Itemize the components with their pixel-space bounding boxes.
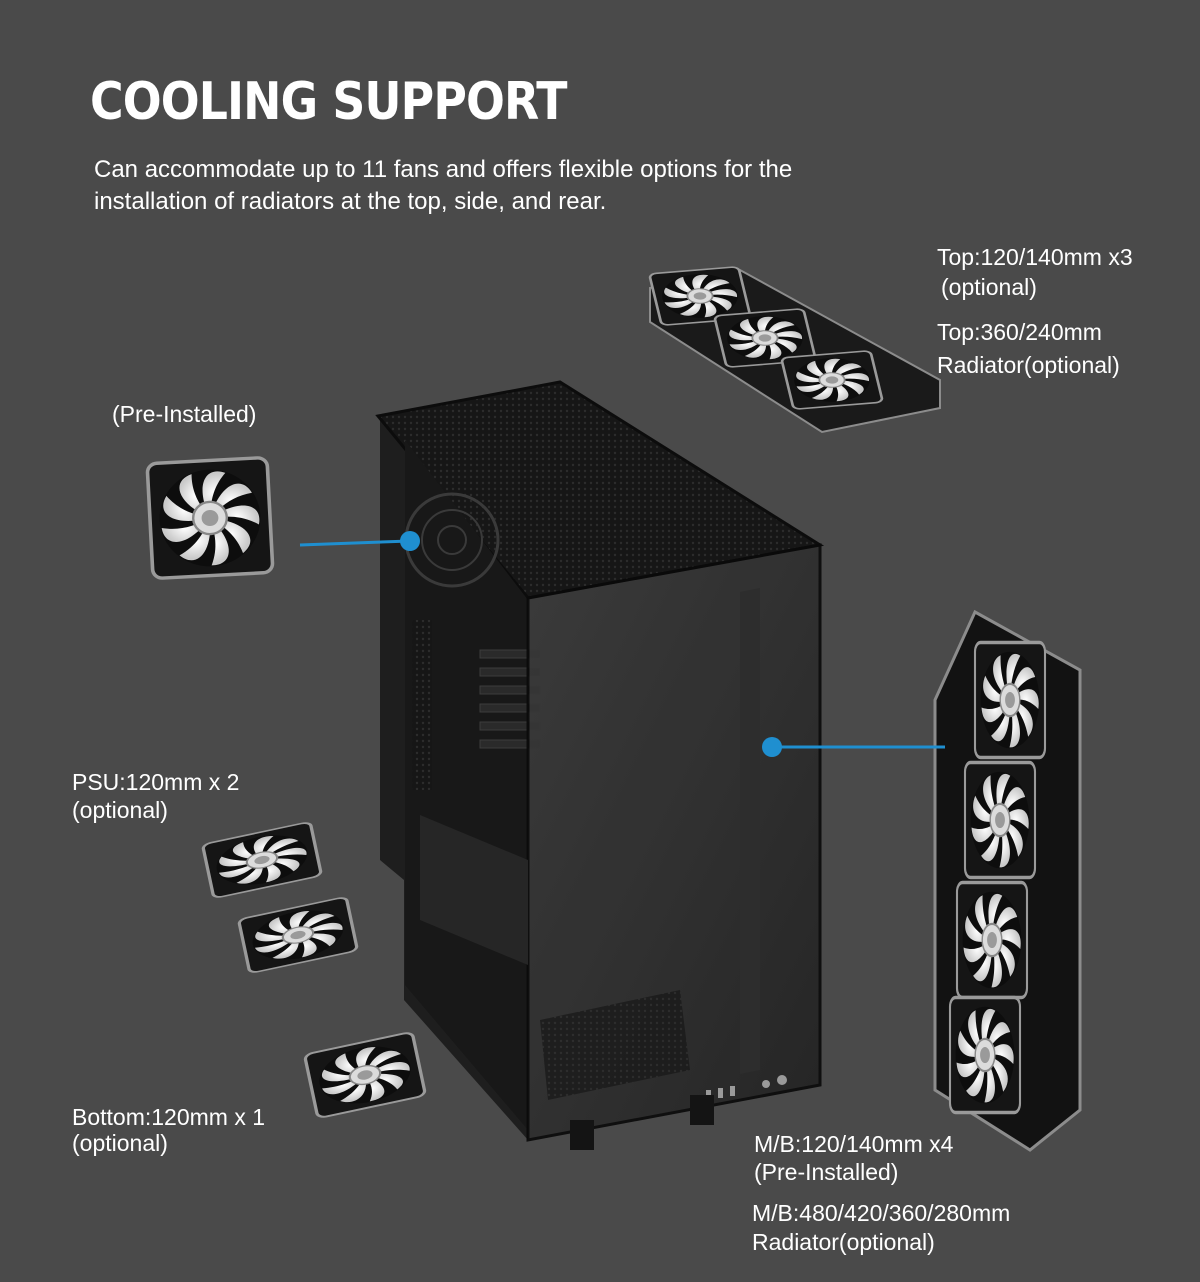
label-psu-2: (optional) xyxy=(72,797,168,823)
top-fan-array xyxy=(647,265,941,434)
bottom-fan xyxy=(302,1030,428,1120)
callout-side xyxy=(762,737,945,757)
psu-fan-array xyxy=(200,820,360,975)
label-mb-fans-2: (Pre-Installed) xyxy=(754,1159,899,1185)
label-mb-radiator-1: M/B:480/420/360/280mm xyxy=(752,1200,1011,1226)
label-top-fans-2: (optional) xyxy=(941,274,1037,300)
rear-fan xyxy=(145,455,275,581)
label-psu-1: PSU:120mm x 2 xyxy=(72,769,240,795)
page-subtitle: Can accommodate up to 11 fans and offers… xyxy=(94,156,793,215)
label-bottom-1: Bottom:120mm x 1 xyxy=(72,1104,266,1130)
page-title: COOLING SUPPORT xyxy=(90,72,568,132)
mb-fan-array xyxy=(933,609,1082,1152)
label-mb-radiator-2: Radiator(optional) xyxy=(752,1229,935,1255)
callout-rear xyxy=(299,531,420,551)
pc-case xyxy=(375,380,825,1150)
label-top-fans-1: Top:120/140mm x3 xyxy=(937,244,1133,270)
label-top-radiator-1: Top:360/240mm xyxy=(937,319,1102,345)
label-bottom-2: (optional) xyxy=(72,1130,168,1156)
label-rear-fan: (Pre-Installed) xyxy=(112,401,257,427)
label-mb-fans-1: M/B:120/140mm x4 xyxy=(754,1131,954,1157)
label-top-radiator-2: Radiator(optional) xyxy=(937,352,1120,378)
